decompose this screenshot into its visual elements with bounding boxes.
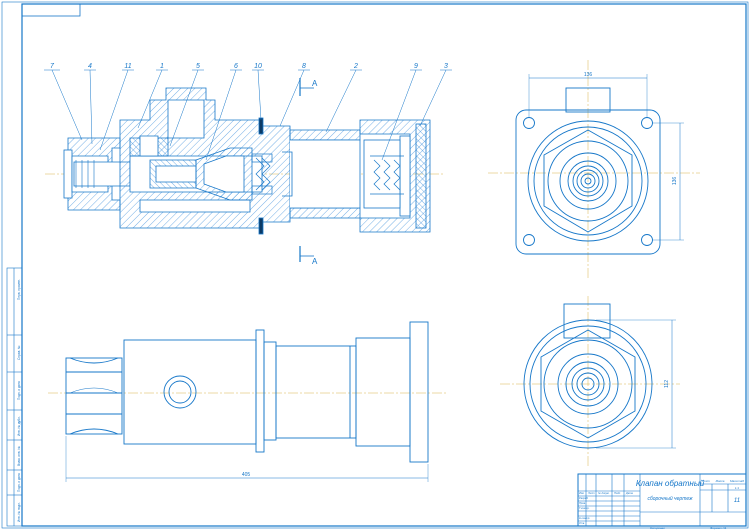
callout-4: 4 <box>88 63 92 70</box>
callout-8: 8 <box>302 63 306 70</box>
callout-11: 11 <box>124 63 131 70</box>
cover-tube <box>289 129 361 141</box>
strip-label: Подп. и дата <box>17 473 21 492</box>
gasket <box>258 117 264 135</box>
col-mass: Масса <box>716 479 725 483</box>
section-label-top: A <box>312 79 318 88</box>
front-view <box>48 321 448 482</box>
callout-9: 9 <box>414 63 418 70</box>
row-label: Изм <box>579 491 584 495</box>
callout-6: 6 <box>234 63 238 70</box>
strip-label: Инв. № дубл. <box>17 416 21 436</box>
subtitle-text: сборочный чертеж <box>647 495 693 502</box>
sectional-view <box>45 87 445 235</box>
col-header: Лист <box>587 491 596 495</box>
dim-width: 136 <box>584 72 593 78</box>
end-cap <box>359 119 431 233</box>
col-scale: Масштаб <box>730 479 744 483</box>
strip-label: Перв. примен. <box>17 279 21 300</box>
col-header: № докум. <box>598 491 610 495</box>
row-label: Т.контр. <box>579 506 590 510</box>
callout-10: 10 <box>254 63 262 70</box>
scale-value: 1:1 <box>735 486 740 490</box>
callout-leaders <box>44 69 452 161</box>
row-label: Н.контр. <box>579 516 590 520</box>
end-view-square-flange <box>488 60 700 280</box>
dim-height: 136 <box>672 177 678 186</box>
col-header: Подп. <box>614 491 621 495</box>
col-header: Дата <box>625 491 633 495</box>
callout-7: 7 <box>50 63 55 70</box>
top-left-stamp-box <box>21 3 81 17</box>
dim-diameter: 112 <box>664 380 670 388</box>
section-marker-top <box>299 78 314 262</box>
left-side-strip <box>6 267 23 527</box>
callout-5: 5 <box>196 63 200 70</box>
callout-2: 2 <box>353 63 358 70</box>
section-label-bottom: A <box>312 257 318 266</box>
strip-label: Инв. № подл. <box>17 502 21 522</box>
row-label: Пров. <box>579 501 586 505</box>
strip-label: Взам. инв. № <box>17 446 21 466</box>
strip-label: Справ. № <box>17 345 21 360</box>
col-sheet: Лист <box>701 479 710 483</box>
format-label: Формат А1 <box>710 526 727 530</box>
callout-3: 3 <box>444 63 448 70</box>
title-block <box>577 473 747 527</box>
row-label: Разраб. <box>579 496 589 500</box>
title-text: Клапан обратный <box>636 479 705 488</box>
callout-1: 1 <box>160 63 164 70</box>
dim-overall-length: 405 <box>242 472 251 478</box>
sheet-number: 11 <box>734 498 740 504</box>
strip-label: Подп. и дата <box>17 381 21 400</box>
piston <box>363 139 401 209</box>
end-view-round <box>500 296 680 468</box>
copied-label: Копировал <box>650 526 665 530</box>
row-label: Утв. <box>579 521 585 525</box>
